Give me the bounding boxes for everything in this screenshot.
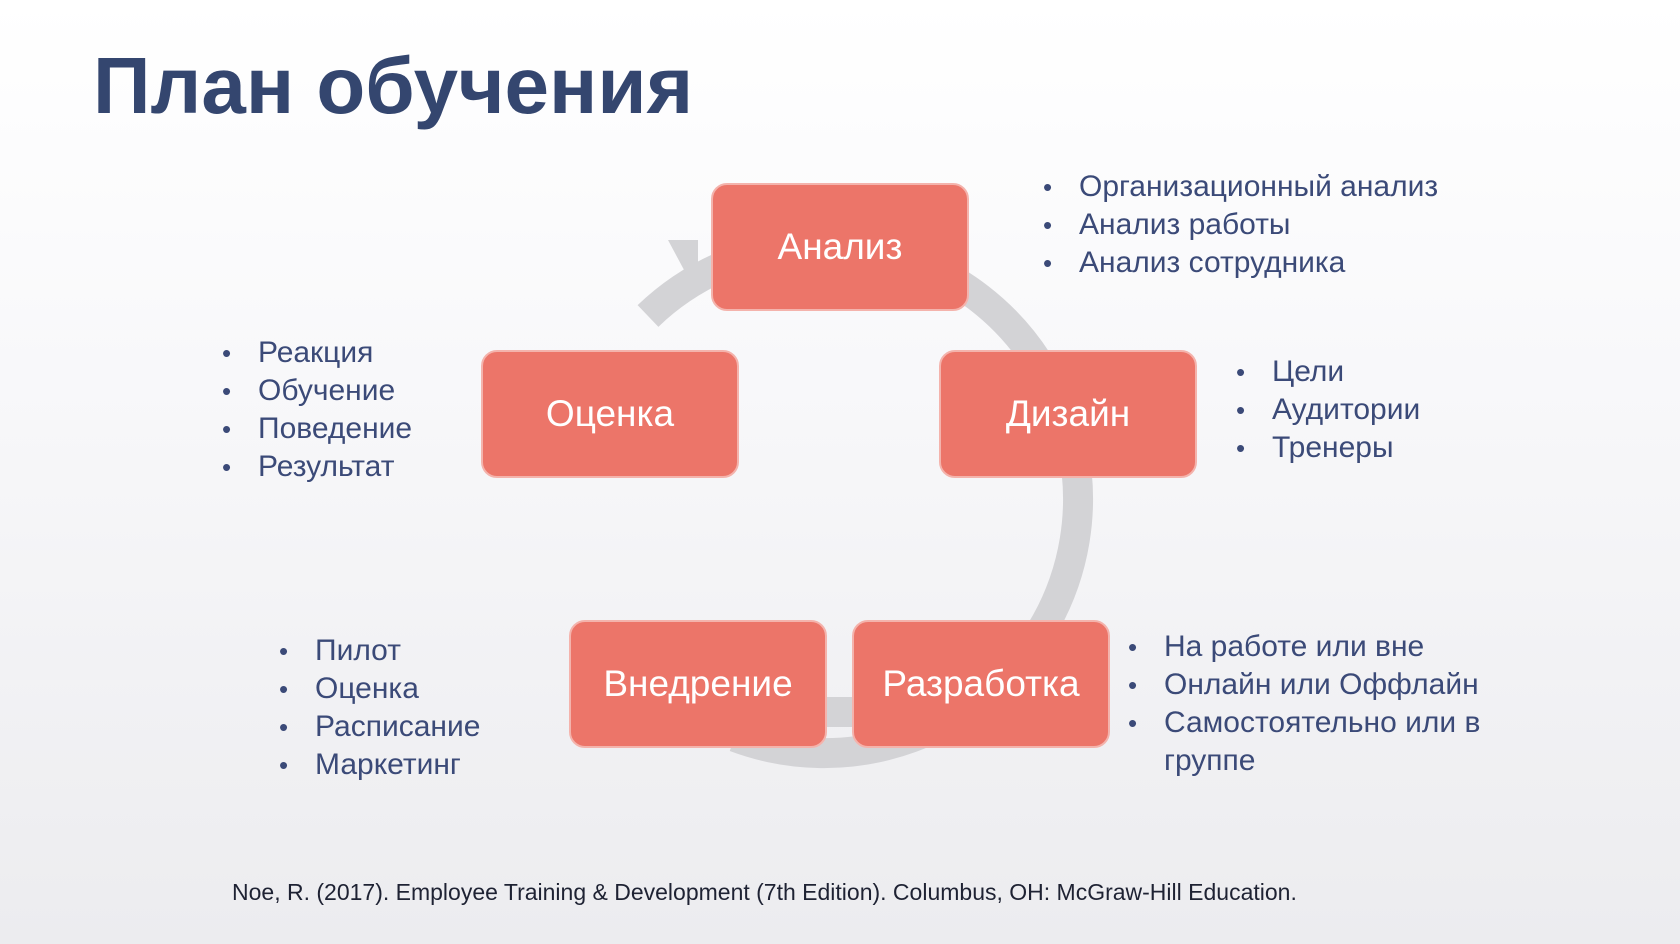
list-item: Результат [222,448,412,486]
cycle-arrowhead [668,240,698,296]
list-item: Самостоятельно или в группе [1128,704,1528,780]
list-item: Обучение [222,372,412,410]
list-item: Маркетинг [279,746,480,784]
slide-title: План обучения [93,41,694,130]
stage-analysis: Анализ [711,183,969,311]
list-item: Аудитории [1236,391,1420,429]
stage-implementation: Внедрение [569,620,827,748]
stage-analysis-label: Анализ [777,226,903,267]
list-item: Оценка [279,670,480,708]
development-bullets: На работе или вне Онлайн или Оффлайн Сам… [1128,628,1528,780]
stage-development-label: Разработка [882,663,1080,704]
list-item: Тренеры [1236,429,1420,467]
list-item: Онлайн или Оффлайн [1128,666,1528,704]
list-item: На работе или вне [1128,628,1528,666]
list-item: Анализ работы [1043,206,1438,244]
stage-design-label: Дизайн [1005,393,1131,434]
evaluation-bullets: Реакция Обучение Поведение Результат [222,334,412,486]
stage-evaluation-label: Оценка [545,393,675,434]
list-item: Организационный анализ [1043,168,1438,206]
analysis-bullets: Организационный анализ Анализ работы Ана… [1043,168,1438,282]
list-item: Реакция [222,334,412,372]
list-item: Цели [1236,353,1420,391]
stage-implementation-label: Внедрение [603,663,793,704]
list-item: Пилот [279,632,480,670]
list-item: Расписание [279,708,480,746]
stage-evaluation: Оценка [481,350,739,478]
list-item: Анализ сотрудника [1043,244,1438,282]
citation: Noe, R. (2017). Employee Training & Deve… [232,879,1297,905]
stage-design: Дизайн [939,350,1197,478]
implementation-bullets: Пилот Оценка Расписание Маркетинг [279,632,480,784]
stage-development: Разработка [852,620,1110,748]
design-bullets: Цели Аудитории Тренеры [1236,353,1420,467]
list-item: Поведение [222,410,412,448]
